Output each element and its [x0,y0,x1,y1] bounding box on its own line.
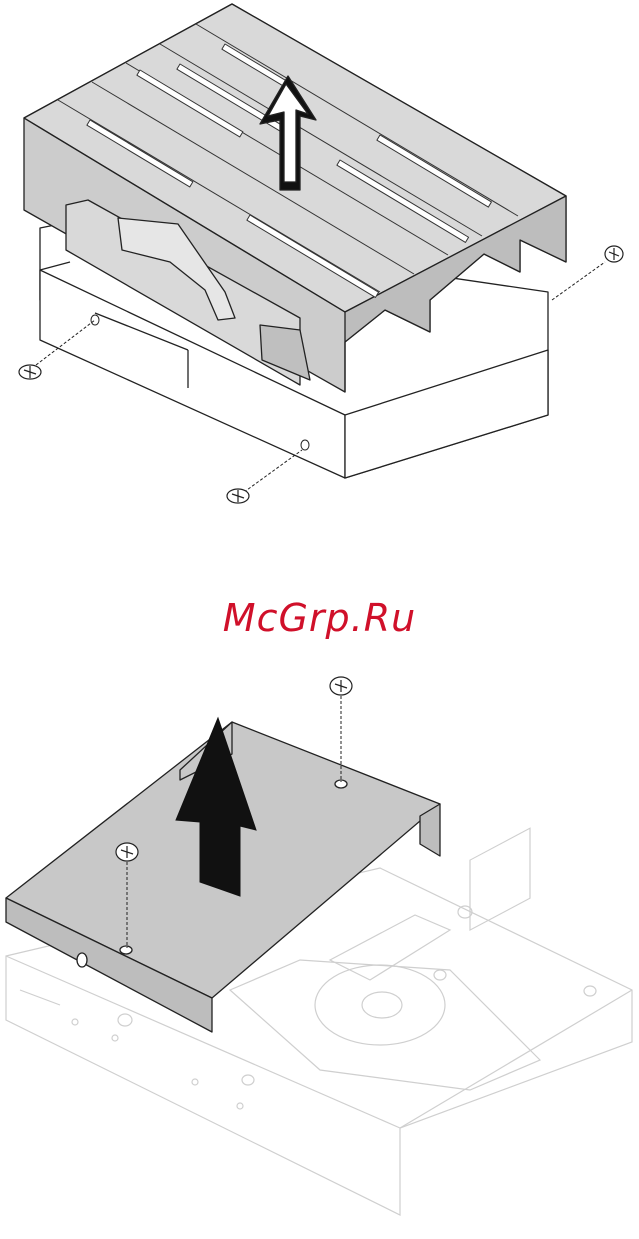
watermark-text: McGrp.Ru [0,596,639,640]
heatsink-removal-diagram [0,0,639,520]
bracket-removal-diagram [0,660,639,1239]
